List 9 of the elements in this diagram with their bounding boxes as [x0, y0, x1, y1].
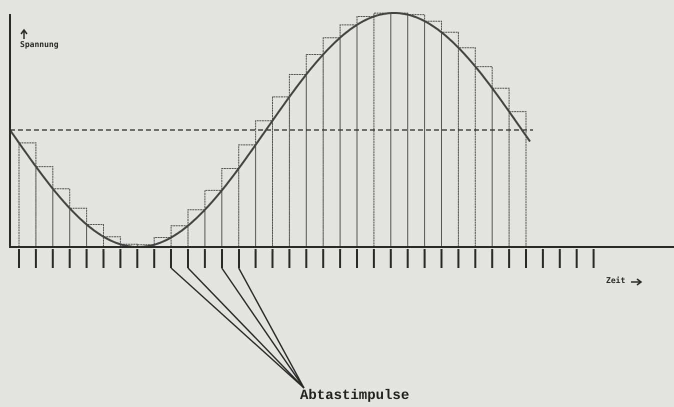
- sampling-pulse-mark: [187, 249, 189, 268]
- axis-label: Spannung: [20, 40, 59, 49]
- leader-line: [221, 268, 305, 388]
- sampling-pulse-mark: [238, 249, 240, 268]
- leader-line: [238, 268, 305, 388]
- sampling-pulse-mark: [170, 249, 172, 268]
- axis-label: Zeit: [606, 276, 626, 285]
- sampling-pulse-mark: [220, 249, 223, 268]
- callout-label: Abtastimpulse: [300, 388, 410, 404]
